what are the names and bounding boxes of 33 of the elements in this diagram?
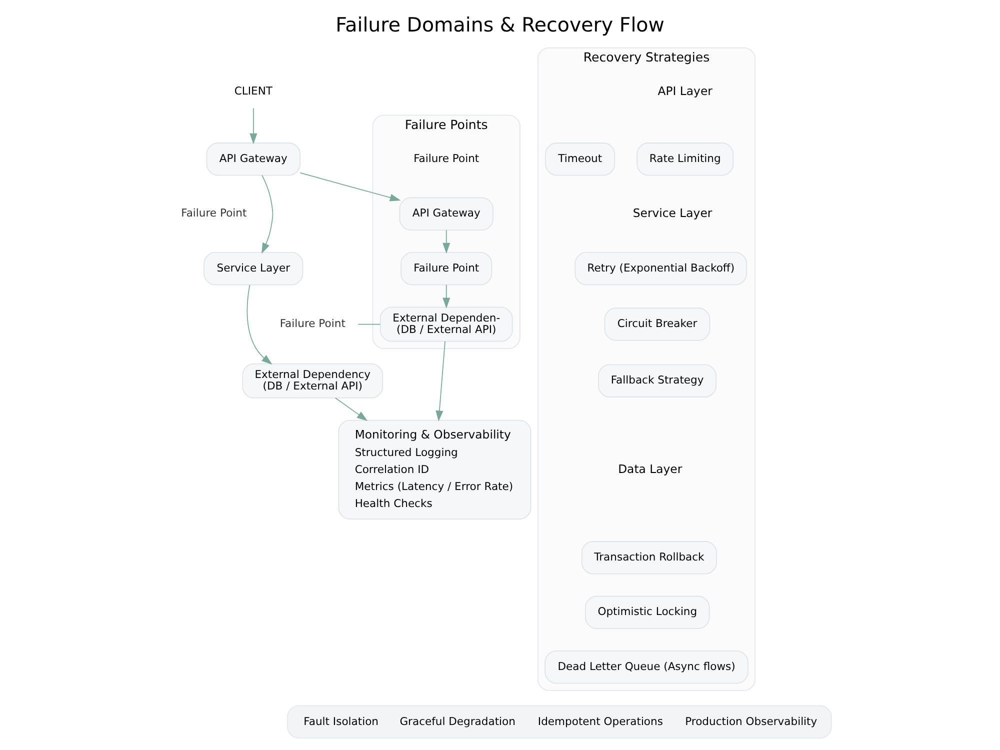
node-box: Rate Limiting [636, 142, 734, 176]
node-box: Transaction Rollback [581, 541, 717, 574]
node-box: External Dependen- (DB / External API) [380, 306, 513, 342]
node-box: Dead Letter Queue (Async flows) [544, 650, 748, 684]
label: Data Layer [618, 462, 682, 476]
arrow [250, 108, 258, 144]
node-box: Fallback Strategy [598, 364, 717, 398]
connector [358, 324, 381, 325]
arrow [442, 284, 450, 308]
arrow [442, 230, 450, 254]
arrow [246, 284, 272, 365]
arrow [334, 397, 368, 421]
node-box: API Gateway [206, 142, 301, 176]
node-box: Service Layer [204, 252, 304, 286]
node-text: Failure Point [414, 152, 480, 165]
node-text: Failure Point [280, 317, 346, 330]
arrow [262, 174, 274, 254]
node-text: Failure Point [181, 206, 247, 220]
node-box: Optimistic Locking [585, 596, 710, 629]
arrow [436, 340, 446, 422]
diagram-title: Failure Domains & Recovery Flow [336, 13, 664, 36]
node-box: Circuit Breaker [604, 308, 710, 341]
label: Service Layer [632, 206, 712, 220]
node-box: External Dependency (DB / External API) [242, 363, 384, 398]
node-text: CLIENT [234, 84, 272, 98]
node-box: Failure Point [400, 252, 492, 286]
node-box: Timeout [545, 142, 616, 176]
node-box: API Gateway [399, 197, 494, 230]
node-box: Monitoring & Observability Structured Logging Correlation ID Metrics (Latency / Error Rate) Health Checks [338, 420, 532, 520]
label: API Layer [658, 84, 712, 98]
node-box: Retry (Exponential Backoff) [574, 252, 748, 286]
node-box: Fault Isolation Graceful Degradation Idempotent Operations Production Observability [287, 705, 832, 738]
arrow [300, 172, 401, 202]
